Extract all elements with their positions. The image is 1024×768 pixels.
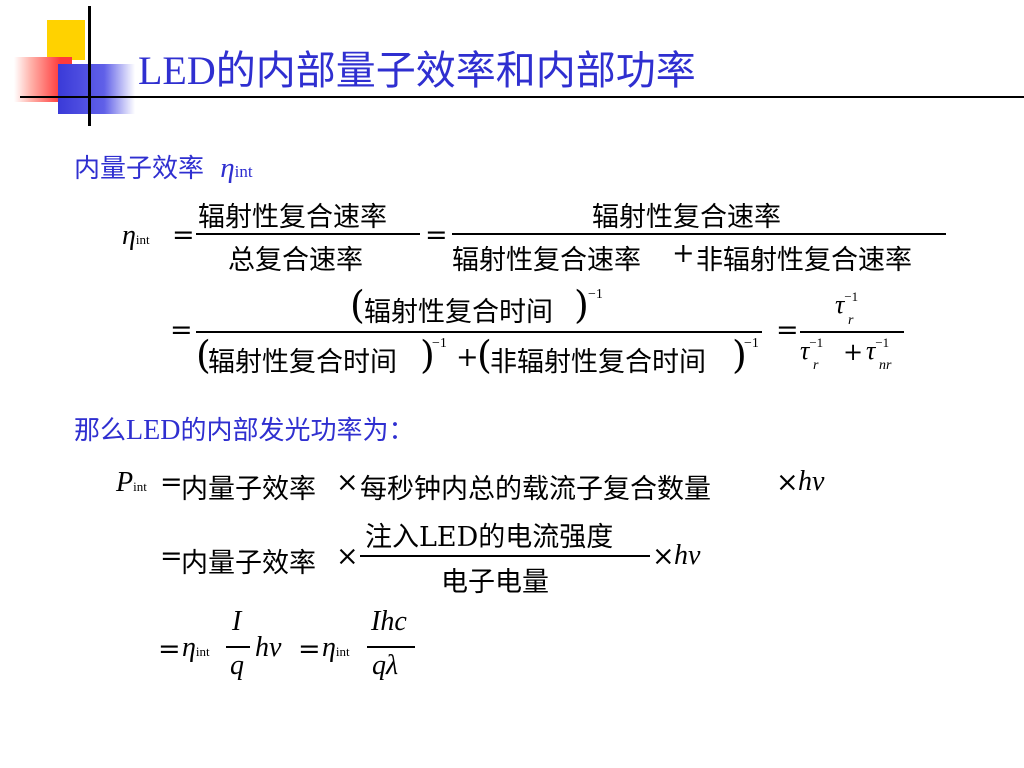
- left-paren: (: [477, 333, 492, 377]
- times-sign: ×: [336, 467, 359, 498]
- carrier-count-text: 每秒钟内总的载流子复合数量: [360, 474, 711, 505]
- fraction-numerator: Ihc: [371, 606, 407, 637]
- times-sign: ×: [336, 541, 359, 572]
- right-paren: ): [732, 333, 747, 377]
- fraction-bar: [196, 233, 420, 235]
- eta-int: ηint: [182, 632, 210, 663]
- denominator-part-b: 非辐射性复合时间: [490, 347, 706, 378]
- times-sign: ×: [652, 541, 675, 572]
- h-nu: hν: [674, 540, 701, 571]
- plus-sign: +: [456, 342, 479, 373]
- eta-subscript: int: [135, 232, 150, 247]
- fraction-denominator: q: [230, 650, 244, 681]
- fraction-denominator: 总复合速率: [228, 245, 363, 276]
- equals-sign: =: [172, 220, 195, 251]
- fraction-numerator: 辐射性复合速率: [198, 202, 387, 233]
- section-label-internal-qe: 内量子效率 ηint: [74, 148, 253, 185]
- fraction-bar: [196, 331, 762, 333]
- internal-qe-text: 内量子效率: [181, 474, 316, 505]
- power-symbol: Pint: [116, 467, 147, 498]
- slide-title: LED的内部量子效率和内部功率: [138, 48, 696, 93]
- section-label-text: 内量子效率: [74, 154, 205, 184]
- equals-sign: =: [160, 467, 183, 498]
- plus-sign: +: [843, 338, 864, 366]
- denominator-part-a-exponent: −1: [432, 336, 447, 351]
- section-label-internal-power: 那么LED的内部发光功率为：: [74, 415, 415, 446]
- fraction-bar: [360, 555, 650, 557]
- tau-denominator-b: τ−1: [866, 335, 890, 365]
- fraction-numerator: I: [232, 606, 242, 637]
- equals-sign: =: [776, 315, 799, 346]
- denominator-part-a: 辐射性复合时间: [208, 347, 397, 378]
- plus-sign: +: [672, 238, 695, 269]
- fraction-bar: [800, 331, 904, 333]
- eta-subscript: int: [234, 162, 253, 181]
- tau-denominator-b-subscript: nr: [879, 358, 892, 373]
- denominator-part-b-exponent: −1: [744, 336, 759, 351]
- fraction-bar: [226, 646, 250, 648]
- decor-horizontal-line: [20, 96, 1024, 98]
- tau-numerator: τ−1: [835, 289, 859, 319]
- fraction-denominator-part-b: 非辐射性复合速率: [696, 245, 912, 276]
- decor-vertical-line: [88, 6, 91, 126]
- fraction-numerator: 辐射性复合速率: [592, 202, 781, 233]
- equals-sign: =: [170, 315, 193, 346]
- decor-yellow-square: [47, 20, 85, 60]
- fraction-numerator: 注入LED的电流强度: [365, 522, 614, 553]
- tau-numerator-subscript: r: [848, 313, 854, 328]
- eta-symbol: η: [220, 152, 235, 184]
- right-paren: ): [420, 333, 435, 377]
- numerator-text: 辐射性复合时间: [364, 297, 553, 328]
- equals-sign: =: [425, 220, 448, 251]
- left-paren: (: [350, 283, 365, 327]
- eta-int: ηint: [322, 632, 350, 663]
- left-paren: (: [196, 333, 211, 377]
- internal-qe-text: 内量子效率: [181, 548, 316, 579]
- equals-sign: =: [298, 634, 321, 665]
- numerator-exponent: −1: [588, 287, 603, 302]
- fraction-denominator: 电子电量: [441, 567, 549, 598]
- times-sign: ×: [776, 467, 799, 498]
- equals-sign: =: [160, 541, 183, 572]
- fraction-bar: [367, 646, 415, 648]
- fraction-denominator-part-a: 辐射性复合速率: [452, 245, 641, 276]
- fraction-denominator: qλ: [372, 650, 399, 681]
- decor-blue-square: [58, 64, 135, 114]
- eta-symbol: η: [122, 220, 136, 251]
- right-paren: ): [574, 283, 589, 327]
- h-nu: hν: [255, 632, 282, 663]
- tau-denominator-a-subscript: r: [813, 358, 819, 373]
- equals-sign: =: [158, 634, 181, 665]
- fraction-bar: [452, 233, 946, 235]
- tau-denominator-a: τ−1: [800, 335, 824, 365]
- h-nu: hν: [798, 466, 825, 497]
